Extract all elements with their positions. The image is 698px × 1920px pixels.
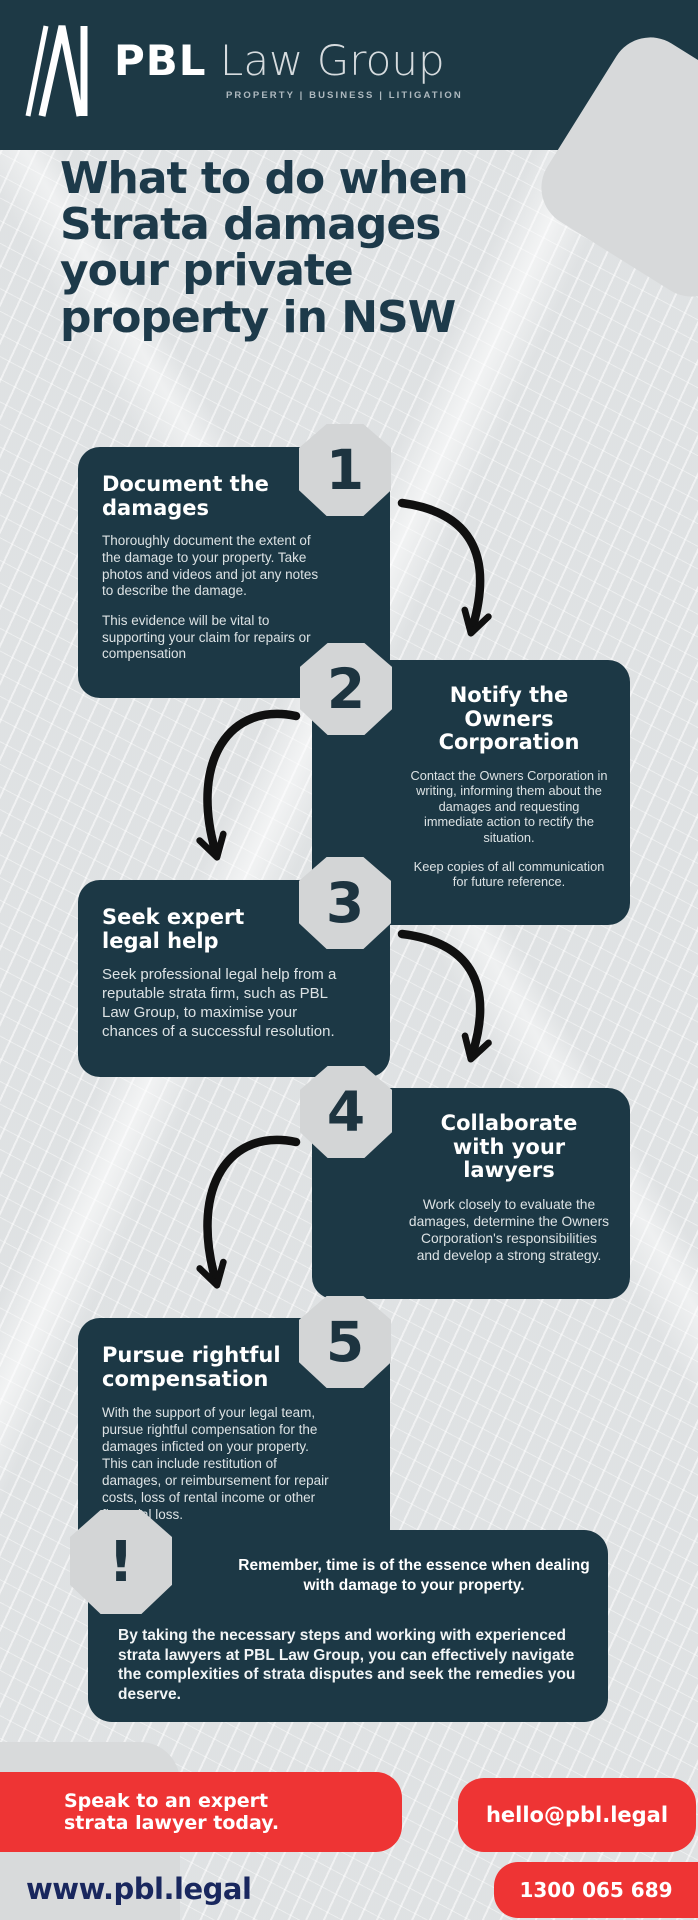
reminder-title: Remember, time is of the essence when de… (238, 1557, 590, 1595)
step-3-title: Seek expert legal help (102, 905, 245, 953)
reminder-body: By taking the necessary steps and workin… (118, 1627, 576, 1703)
step-3-body: Seek professional legal help from a repu… (102, 966, 342, 1042)
step-5-body: With the support of your legal team, pur… (102, 1404, 337, 1523)
step-1-paragraph-1: Thoroughly document the extent of the da… (102, 533, 319, 599)
page-title-line-3: your private (60, 245, 354, 297)
step-1-title: Document the damages (102, 472, 269, 520)
phone-button[interactable]: 1300 065 689 (494, 1862, 698, 1918)
step-5-paragraph-1: With the support of your legal team, pur… (102, 1405, 329, 1523)
step-1-body: Thoroughly document the extent of the da… (102, 533, 327, 663)
email-button[interactable]: hello@pbl.legal (458, 1778, 696, 1852)
step-1-number-badge: 1 (299, 424, 391, 516)
page-title-line-2: Strata damages (60, 199, 441, 251)
brand-name-light: Law Group (219, 35, 445, 85)
step-2-paragraph-2: Keep copies of all communication for fut… (413, 858, 605, 890)
website-link[interactable]: www.pbl.legal (26, 1872, 252, 1906)
step-3-paragraph-1: Seek professional legal help from a repu… (102, 966, 337, 1040)
step-4-title: Collaborate with your lawyers (440, 1111, 578, 1183)
pbl-logo: PBL Law Group PROPERTY | BUSINESS | LITI… (22, 20, 463, 120)
step-5-number-badge: 5 (299, 1296, 391, 1388)
brand-name-bold: PBL (114, 35, 207, 85)
exclamation-badge: ! (70, 1510, 172, 1614)
page-title-line-4: property in NSW (60, 291, 456, 343)
header-bar: PBL Law Group PROPERTY | BUSINESS | LITI… (0, 0, 698, 150)
step-1-paragraph-2: This evidence will be vital to supportin… (102, 612, 311, 662)
step-2-title: Notify the Owners Corporation (438, 683, 580, 755)
brand-name: PBL Law Group (114, 39, 463, 82)
step-2-paragraph-1: Contact the Owners Corporation in writin… (410, 767, 608, 845)
arrow-step1-to-step2 (397, 498, 492, 637)
page-title: What to do when Strata damages your priv… (60, 153, 560, 343)
step-4-body: Work closely to evaluate the damages, de… (408, 1196, 610, 1264)
cta-label: Speak to an expert strata lawyer today. (64, 1789, 280, 1834)
arrow-step2-to-step3 (196, 709, 301, 861)
cta-button[interactable]: Speak to an expert strata lawyer today. (0, 1772, 402, 1852)
step-4-paragraph-1: Work closely to evaluate the damages, de… (408, 1196, 610, 1263)
pbl-logo-text: PBL Law Group PROPERTY | BUSINESS | LITI… (114, 39, 463, 101)
step-5-title: Pursue rightful compensation (102, 1343, 281, 1391)
step-2-number-badge: 2 (300, 643, 392, 735)
step-4-number-badge: 4 (300, 1066, 392, 1158)
page-title-line-1: What to do when (60, 153, 469, 204)
reminder-card: Remember, time is of the essence when de… (88, 1530, 608, 1722)
pbl-logo-mark-icon (25, 25, 88, 117)
step-3-number-badge: 3 (299, 857, 391, 949)
brand-tagline: PROPERTY | BUSINESS | LITIGATION (226, 89, 463, 101)
arrow-step4-to-step5 (196, 1135, 301, 1289)
arrow-step3-to-step4 (397, 929, 492, 1063)
step-2-body: Contact the Owners Corporation in writin… (408, 768, 610, 890)
